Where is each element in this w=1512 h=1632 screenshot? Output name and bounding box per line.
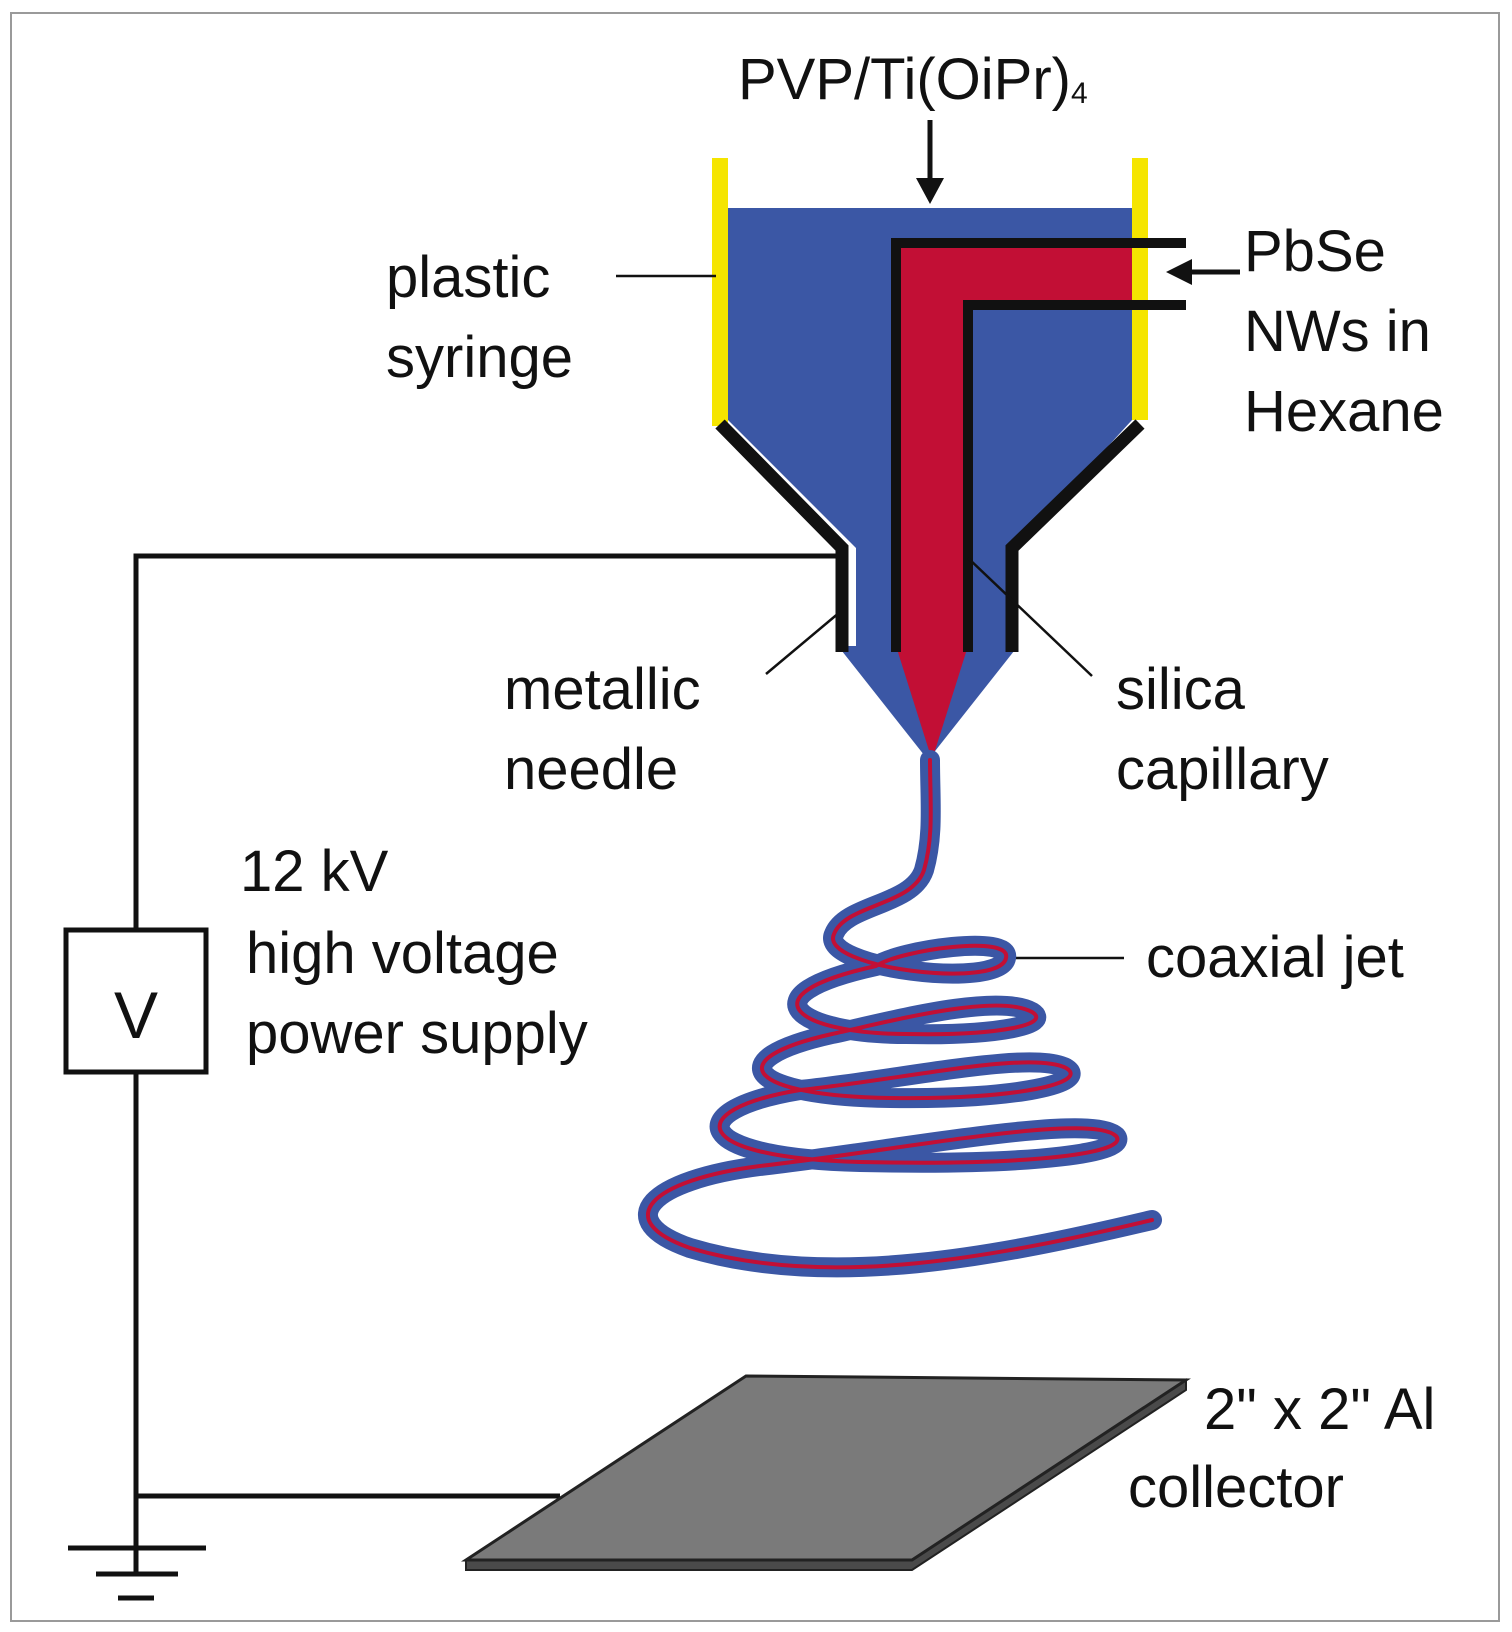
capillary-wall-outer — [891, 238, 1186, 652]
silica-capillary-label: silica capillary — [1116, 657, 1329, 802]
collector-label-line1: 2" x 2" Al — [1204, 1377, 1436, 1442]
voltage-value-label: 12 kV — [240, 839, 389, 904]
pbse-nanowires-label: PbSe NWs in Hexane — [1244, 219, 1444, 444]
capillary-core — [896, 246, 1132, 650]
polymer-input-label: PVP/Ti(OiPr)4 — [738, 47, 1088, 112]
metallic-needle-leader — [765, 611, 841, 675]
syringe-wall-left — [712, 158, 728, 426]
silica-capillary-leader — [967, 557, 1093, 677]
wire-top — [133, 553, 842, 930]
capillary-tip-core — [896, 646, 968, 760]
needle-wall-right — [1005, 419, 1145, 652]
ground-icon — [68, 1545, 206, 1601]
collector-plate — [460, 1374, 1191, 1571]
metallic-needle-label: metallic needle — [504, 657, 701, 802]
collector-label-line2: collector — [1128, 1455, 1344, 1520]
needle-wall-left — [715, 419, 849, 652]
syringe-wall-right — [1132, 158, 1148, 420]
coaxial-jet-label: coaxial jet — [1146, 925, 1404, 990]
voltmeter-box — [63, 927, 209, 1075]
pbse-input-arrow-head — [1166, 259, 1192, 285]
voltmeter-symbol: V — [113, 978, 159, 1052]
coaxial-jet — [638, 750, 1162, 1278]
capillary-wall-inner — [963, 300, 1186, 652]
power-supply-label: high voltage power supply — [246, 921, 588, 1066]
plastic-syringe-label: plastic syringe — [386, 245, 573, 390]
polymer-input-arrow-head — [916, 178, 944, 204]
